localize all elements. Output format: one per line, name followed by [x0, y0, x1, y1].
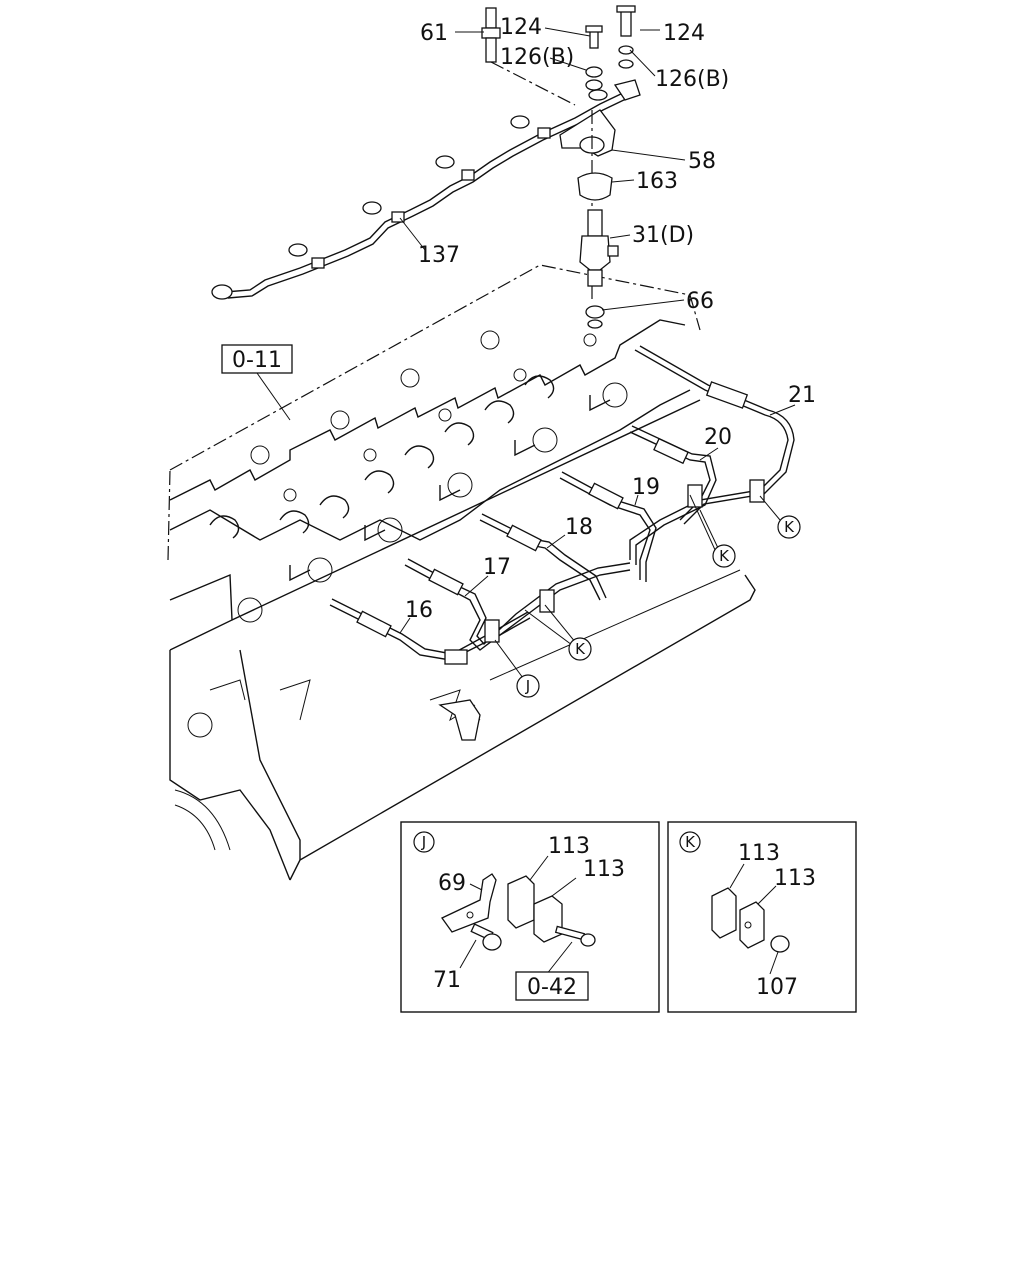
- label-31d: 31(D): [632, 223, 694, 248]
- svg-text:K: K: [575, 640, 586, 658]
- detail-j-tag: J: [421, 833, 426, 851]
- part-labels: 61 124 124 126(B) 126(B) 58 163 31(D) 13…: [405, 15, 816, 623]
- label-163: 163: [636, 169, 678, 194]
- callout-k-3: K: [568, 637, 592, 661]
- label-126b-b: 126(B): [655, 67, 729, 92]
- label-58: 58: [688, 149, 716, 174]
- detail-k-label-113-a: 113: [738, 841, 780, 866]
- detail-j-panel: J 113 113 69 71 0-42: [400, 821, 660, 1013]
- svg-text:K: K: [719, 547, 730, 565]
- svg-text:J: J: [525, 677, 530, 695]
- label-124-b: 124: [663, 21, 705, 46]
- label-19: 19: [632, 475, 660, 500]
- label-126b-a: 126(B): [500, 45, 574, 70]
- callout-circles: K K K J: [516, 515, 801, 698]
- detail-j-label-113-a: 113: [548, 834, 590, 859]
- label-124-a: 124: [500, 15, 542, 40]
- leak-off-pipe: [211, 91, 629, 300]
- injection-pipes: [329, 345, 795, 741]
- detail-k-panel: K 113 113 107: [667, 821, 857, 1013]
- detail-j-label-113-b: 113: [583, 857, 625, 882]
- label-20: 20: [704, 425, 732, 450]
- detail-j-label-71: 71: [433, 968, 461, 993]
- ref-label-0-11: 0-11: [232, 348, 282, 373]
- detail-k-tag: K: [685, 833, 696, 851]
- leader-lines: [399, 27, 796, 679]
- injector-stack: [481, 5, 641, 329]
- label-21: 21: [788, 383, 816, 408]
- ref-box-0-11: 0-11: [221, 344, 293, 421]
- label-61: 61: [420, 21, 448, 46]
- callout-j-1: J: [516, 674, 540, 698]
- callout-k-1: K: [777, 515, 801, 539]
- detail-k-label-107: 107: [756, 975, 798, 1000]
- label-17: 17: [483, 555, 511, 580]
- callout-k-2: K: [712, 544, 736, 568]
- engine-block: [167, 264, 756, 881]
- detail-k-label-113-b: 113: [774, 866, 816, 891]
- ref-label-0-42: 0-42: [527, 975, 577, 1000]
- label-137: 137: [418, 243, 460, 268]
- label-18: 18: [565, 515, 593, 540]
- label-16: 16: [405, 598, 433, 623]
- label-66: 66: [686, 289, 714, 314]
- svg-text:K: K: [784, 518, 795, 536]
- detail-j-label-69: 69: [438, 871, 466, 896]
